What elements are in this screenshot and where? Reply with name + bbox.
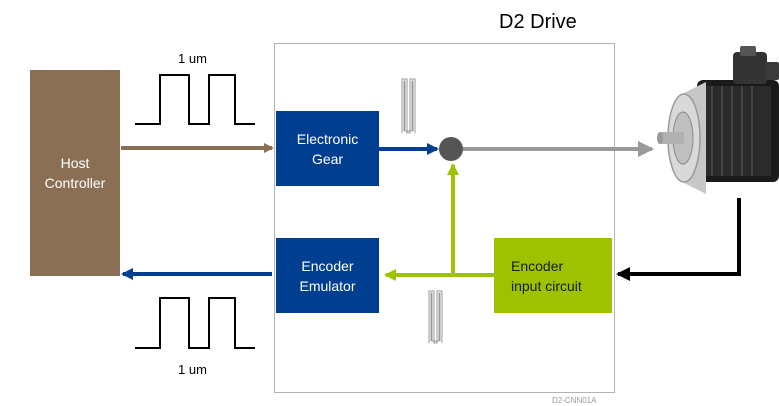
pulse-train-bottom: [135, 297, 255, 349]
pulse-symbol-top: [401, 78, 416, 134]
pulse-symbol-bottom: [428, 290, 443, 344]
pulse-train-top: [135, 74, 255, 125]
pulse-label-bottom: 1 um: [178, 362, 207, 377]
host-controller-block: Host Controller: [30, 70, 120, 276]
pulse-label-top: 1 um: [178, 51, 207, 66]
figure-id: D2-CNN01A: [552, 396, 597, 405]
motor-feedback-arrow: [616, 198, 741, 281]
encoder-input-circuit-block: Encoder input circuit: [494, 238, 612, 313]
drive-frame: [274, 43, 615, 393]
drive-title: D2 Drive: [499, 11, 577, 33]
encoder-emulator-block: Encoder Emulator: [276, 238, 379, 313]
servo-motor-icon: [657, 46, 779, 194]
electronic-gear-block: Electronic Gear: [276, 111, 379, 186]
summing-junction: [439, 137, 463, 161]
